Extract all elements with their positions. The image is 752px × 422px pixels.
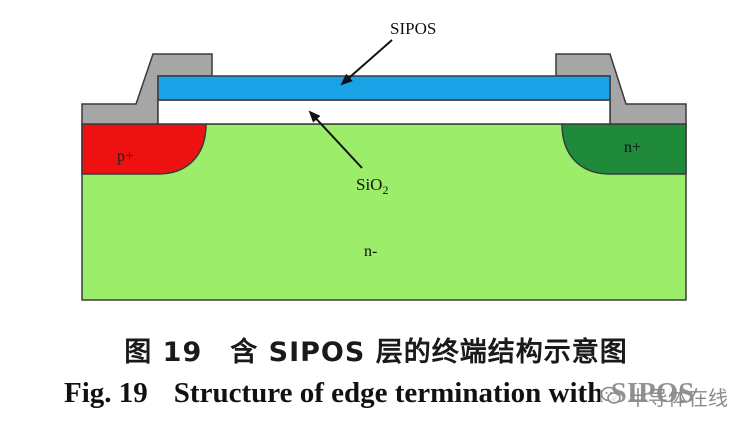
watermark-text: 半导体在线: [628, 385, 728, 410]
sipos-pointer-arrow: [340, 39, 393, 86]
sio2-label-subscript: 2: [382, 183, 388, 197]
n-minus-label: n-: [364, 243, 377, 260]
sipos-layer: [157, 75, 611, 101]
watermark: 半导体在线: [600, 381, 750, 411]
caption-chinese: 图 19 含 SIPOS 层的终端结构示意图: [124, 337, 628, 368]
p-plus-region: [81, 123, 207, 175]
sipos-label: SIPOS: [390, 19, 436, 38]
n-plus-region: [561, 123, 687, 175]
edge-termination-diagram: SIPOS SiO2 p+ n+ n-: [81, 19, 687, 301]
sio2-label-base: SiO: [356, 175, 382, 194]
wechat-logo-icon: [600, 386, 621, 404]
sio2-pointer-arrow: [308, 110, 363, 169]
sio2-label: SiO2: [356, 175, 388, 197]
p-plus-label: p+: [117, 148, 134, 165]
caption-english-prefix: Fig. 19: [64, 377, 148, 409]
n-plus-label: n+: [624, 139, 641, 156]
sio2-layer: [157, 99, 611, 125]
